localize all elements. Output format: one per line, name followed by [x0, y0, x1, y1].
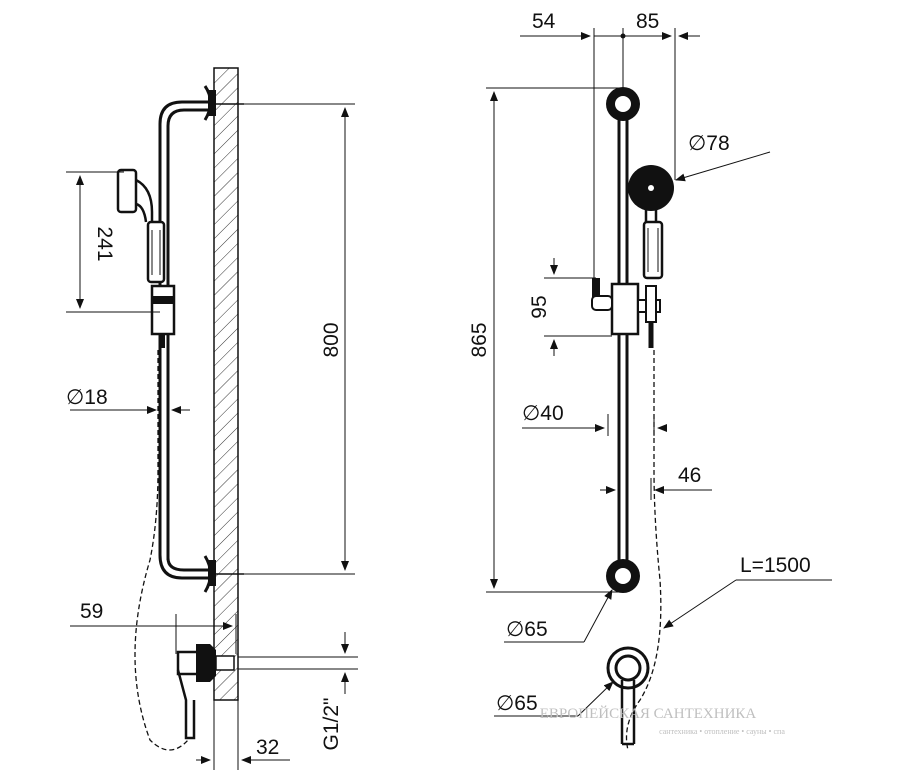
dim-59-label: 59 — [80, 600, 103, 623]
front-view: 54 85 ∅78 865 95 ∅40 — [468, 10, 832, 751]
dim-54-label: 54 — [532, 10, 556, 33]
watermark-title: ЕВРОПЕЙСКАЯ САНТЕХНИКА — [540, 705, 757, 722]
shower-head — [628, 165, 674, 280]
watermark: ЕВРОПЕЙСКАЯ САНТЕХНИКА сантехника • отоп… — [540, 705, 786, 736]
dim-54-85: 54 85 — [520, 10, 700, 290]
dim-hose-length-label: L=1500 — [740, 554, 811, 577]
bottom-wall-bracket — [158, 554, 244, 593]
wall-section — [213, 67, 239, 701]
dim-65-bracket-label: ∅65 — [506, 618, 548, 641]
dim-865: 865 — [468, 87, 624, 593]
side-view: 800 241 ∅18 59 32 — [66, 67, 358, 770]
dim-65-outlet-label: ∅65 — [496, 692, 538, 715]
top-bracket-disc — [606, 87, 640, 121]
dim-800-label: 800 — [320, 322, 343, 357]
slider-holder — [150, 284, 176, 348]
dim-65-outlet: ∅65 — [494, 681, 614, 717]
top-wall-bracket — [158, 85, 244, 162]
dim-59: 59 — [70, 600, 237, 654]
dim-thread-label: G1/2" — [320, 698, 343, 751]
dim-40-label: ∅40 — [522, 402, 564, 425]
dim-32: 32 — [196, 690, 290, 770]
dim-hose-length: L=1500 — [663, 554, 832, 629]
dim-46-label: 46 — [678, 464, 701, 487]
dim-18-label: ∅18 — [66, 386, 108, 409]
bottom-bracket-disc — [606, 559, 640, 593]
dim-78: ∅78 — [675, 132, 771, 182]
dim-241: 241 — [66, 171, 160, 313]
dim-thread: G1/2" — [238, 632, 358, 750]
dim-865-label: 865 — [468, 322, 491, 357]
dim-32-label: 32 — [256, 736, 279, 759]
watermark-subtitle: сантехника • отопление • сауны • спа — [659, 727, 785, 736]
front-hose — [625, 350, 662, 751]
dim-95: 95 — [528, 258, 612, 356]
wall-outlet-elbow — [176, 644, 235, 740]
hand-shower — [116, 168, 166, 284]
side-hose — [134, 350, 189, 751]
dim-85-label: 85 — [636, 10, 659, 33]
dim-95-label: 95 — [528, 295, 551, 318]
dim-65-bracket: ∅65 — [504, 589, 613, 643]
front-slider — [591, 278, 661, 348]
dim-18: ∅18 — [66, 386, 190, 414]
dim-241-label: 241 — [93, 226, 116, 261]
dim-78-label: ∅78 — [688, 132, 730, 155]
dim-46: 46 — [600, 464, 712, 500]
dim-800: 800 — [240, 103, 355, 575]
front-wall-outlet — [606, 646, 650, 746]
dim-40: ∅40 — [522, 402, 667, 436]
